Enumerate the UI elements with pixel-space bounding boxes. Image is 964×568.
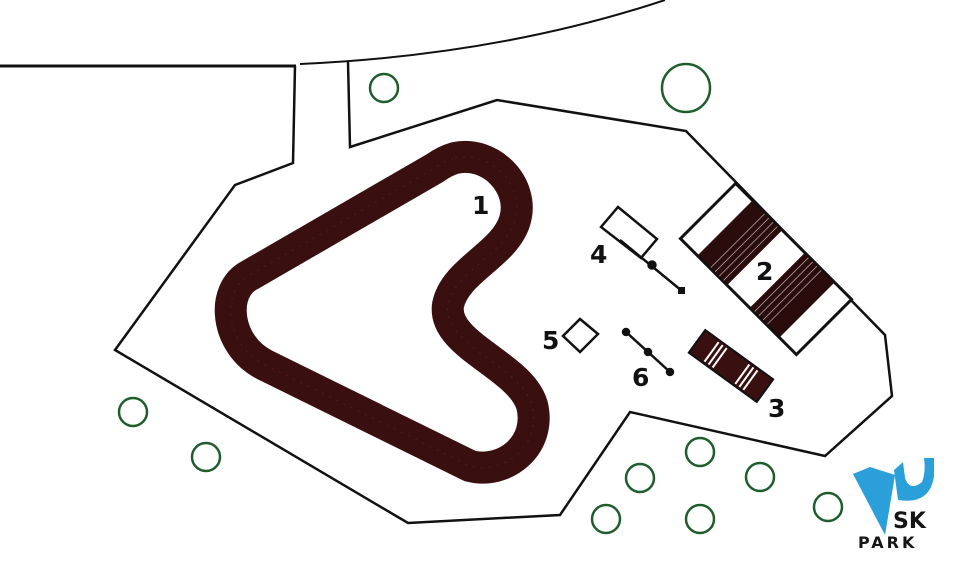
- logo-sk: SK: [893, 509, 927, 534]
- tree: [684, 503, 716, 535]
- logo-park: PARK: [858, 533, 917, 552]
- box-element-5: [561, 317, 600, 354]
- label-5: 5: [542, 326, 559, 355]
- bench-rail-element-4: [599, 205, 685, 294]
- sk-park-logo: SK PARK: [853, 458, 934, 552]
- ramp-element-2: [678, 181, 854, 357]
- label-6: 6: [632, 363, 649, 392]
- tree: [190, 441, 222, 473]
- park-boundary: [113, 61, 894, 525]
- box-element-3: [687, 328, 775, 404]
- label-2: 2: [756, 257, 773, 286]
- tree: [684, 436, 716, 468]
- label-4: 4: [590, 240, 607, 269]
- rail-element-6: [621, 327, 675, 377]
- tree: [368, 72, 400, 104]
- tree: [660, 62, 712, 114]
- label-3: 3: [768, 394, 785, 423]
- tree: [117, 396, 149, 428]
- tree: [744, 461, 776, 493]
- trees: [117, 62, 844, 535]
- tree: [590, 503, 622, 535]
- road-curve: [299, 0, 666, 65]
- label-1: 1: [472, 191, 489, 220]
- tree: [624, 462, 656, 494]
- pump-track-texture: [230, 156, 535, 468]
- tree: [812, 491, 844, 523]
